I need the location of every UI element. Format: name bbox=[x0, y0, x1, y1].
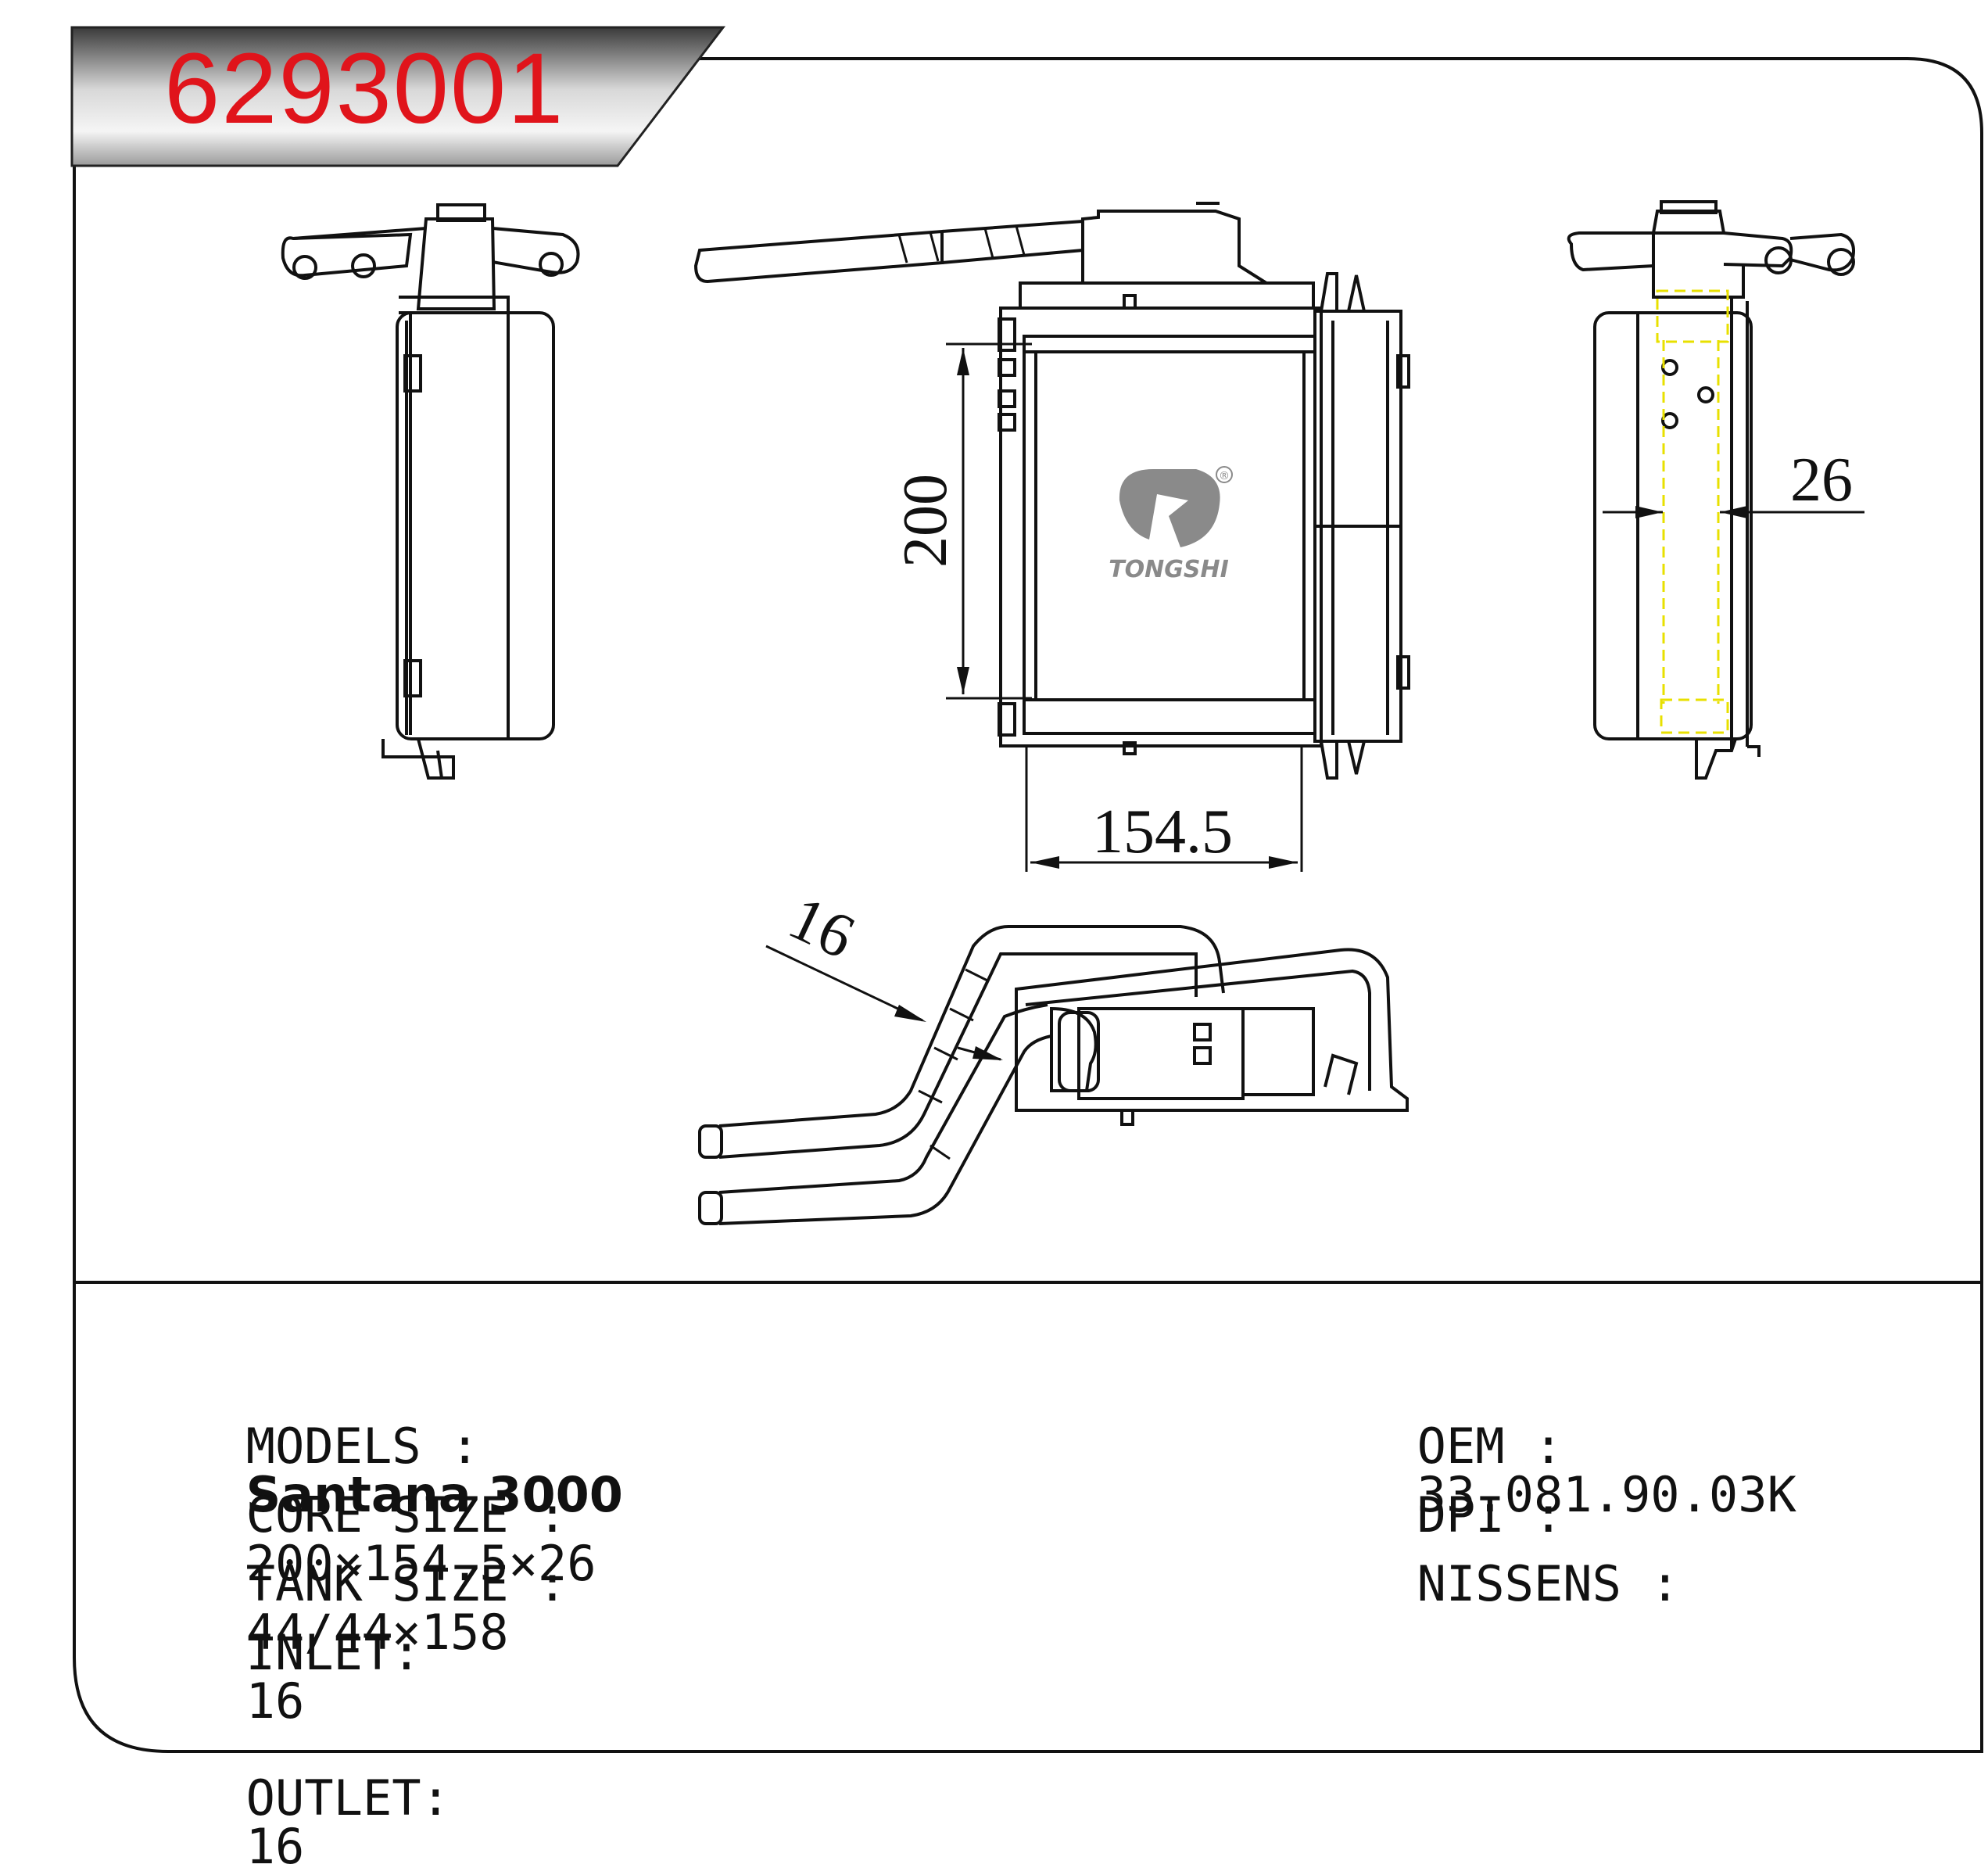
spec-nissens: NISSENS : bbox=[1359, 1511, 1680, 1657]
outlet-value: 16 bbox=[245, 1818, 305, 1875]
tank-size-value: 44/44×158 bbox=[245, 1604, 509, 1661]
oem-label: OEM : bbox=[1417, 1418, 1564, 1475]
dim-core-height: 200 bbox=[891, 474, 960, 568]
technical-drawing: 200 154.5 26 16 TONGSHI ® bbox=[70, 26, 1983, 1753]
spec-oem: OEM : 33.081.90.03K bbox=[1359, 1374, 1796, 1519]
tongshi-logo-icon bbox=[1119, 469, 1220, 547]
dim-core-depth: 26 bbox=[1790, 446, 1853, 514]
spec-models: MODELS : Santana 3000 bbox=[188, 1374, 623, 1519]
models-value: Santana 3000 bbox=[245, 1466, 623, 1523]
logo-brand-text: TONGSHI bbox=[1109, 556, 1229, 583]
right-side-view bbox=[1567, 200, 1855, 780]
dpi-label: DPI : bbox=[1417, 1486, 1564, 1543]
bottom-top-view bbox=[698, 925, 1409, 1225]
inlet-value: 16 bbox=[245, 1672, 305, 1730]
left-side-view bbox=[281, 203, 580, 780]
oem-value: 33.081.90.03K bbox=[1417, 1466, 1796, 1523]
core-size-label: CORE SIZE : bbox=[245, 1486, 568, 1543]
spec-inlet-outlet: INLET: 16 OUTLET: 16 bbox=[188, 1580, 450, 1871]
center-front-view bbox=[693, 202, 1410, 780]
dim-core-width: 154.5 bbox=[1092, 798, 1233, 866]
spec-tank-size: TANK SIZE : 44/44×158 bbox=[188, 1511, 568, 1657]
spec-core-size: CORE SIZE : 200×154.5×26 bbox=[188, 1443, 596, 1588]
brand-logo: TONGSHI ® bbox=[1109, 466, 1233, 583]
dimension-lines bbox=[765, 342, 1864, 1061]
inlet-label: INLET: bbox=[245, 1624, 421, 1681]
models-label: MODELS : bbox=[245, 1418, 480, 1475]
header-banner bbox=[70, 26, 726, 167]
tank-size-label: TANK SIZE : bbox=[245, 1555, 568, 1612]
core-size-value: 200×154.5×26 bbox=[245, 1535, 596, 1592]
part-number: 6293001 bbox=[164, 33, 565, 145]
outer-frame bbox=[73, 57, 1983, 1753]
registered-mark: ® bbox=[1219, 470, 1230, 482]
nissens-label: NISSENS : bbox=[1417, 1555, 1680, 1612]
spec-dpi: DPI : bbox=[1359, 1443, 1564, 1588]
